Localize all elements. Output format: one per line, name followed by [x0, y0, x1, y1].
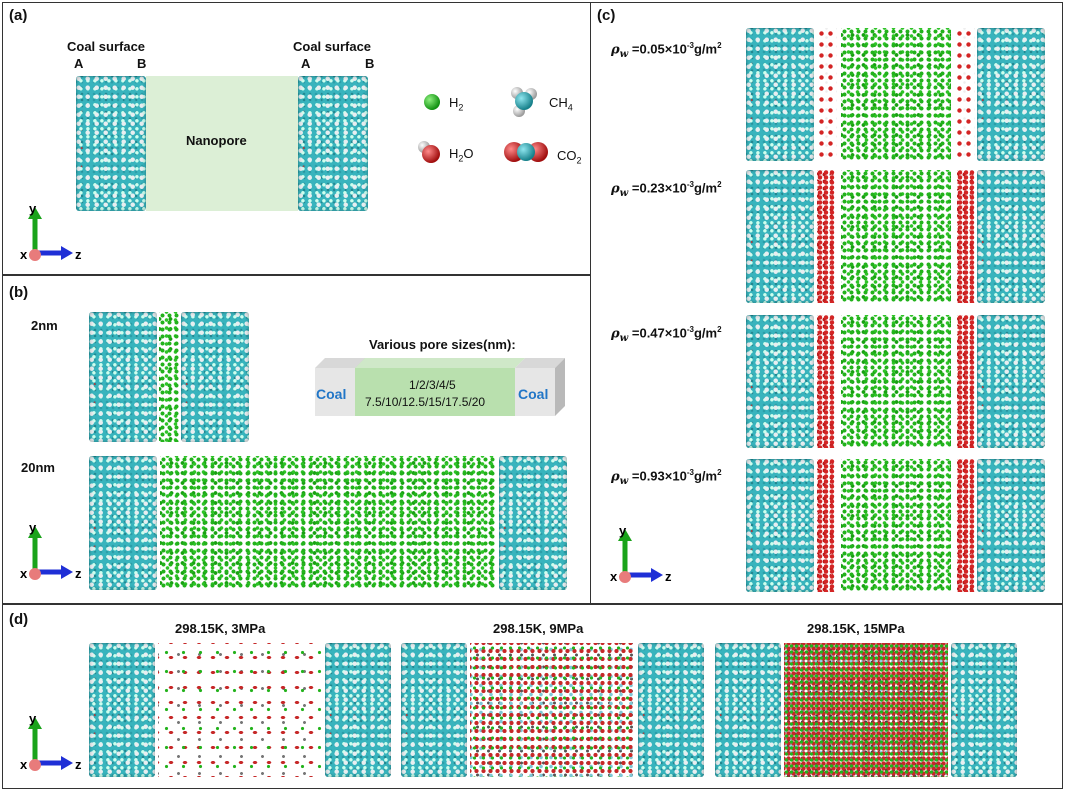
pore-size-2nm-label: 2nm: [31, 318, 58, 333]
co2-molecule-icon: [504, 142, 548, 162]
coal-slab-c3-left: [746, 315, 814, 448]
panel-a: (a) Coal surface A B Coal surface A B Na…: [2, 2, 592, 275]
left-coal-surface-title: Coal surface: [67, 39, 146, 54]
coal-slab-d2-left: [401, 643, 467, 777]
axes-triad-a: y x z: [20, 201, 82, 262]
coal-slab-c2-left: [746, 170, 814, 303]
coal-slab-20nm-left: [89, 456, 157, 590]
axis-x-label: x: [20, 757, 28, 772]
coal-slab-right: [298, 76, 368, 211]
water-layer-c1-right: [955, 28, 975, 161]
condition-label-3: 298.15K, 15MPa: [807, 621, 905, 636]
coal-slab-c2-right: [977, 170, 1045, 303]
schematic-sizes-line2: 7.5/10/12.5/15/17.5/20: [365, 395, 486, 409]
axes-triad-b: y x z: [20, 520, 82, 581]
water-density-label-3: ρw =0.47×10-3g/m2: [611, 325, 722, 344]
water-layer-c4-left: [817, 459, 835, 592]
legend-ch4-label: CH4: [549, 95, 573, 113]
coal-slab-c3-right: [977, 315, 1045, 448]
gas-mixture-9mpa: [470, 643, 634, 777]
coal-slab-d2-right: [638, 643, 704, 777]
ch4-molecule-icon: [511, 87, 537, 117]
h2-region-c3: [841, 315, 951, 448]
right-side-a-label: A: [301, 56, 311, 71]
left-side-b-label: B: [137, 56, 147, 71]
h2-region-c2: [841, 170, 951, 303]
water-layer-c2-right: [957, 170, 975, 303]
right-side-b-label: B: [365, 56, 375, 71]
axis-x-label: x: [610, 569, 618, 584]
coal-slab-2nm-right: [181, 312, 249, 442]
h2o-molecule-icon: [418, 141, 440, 163]
coal-slab-2nm-left: [89, 312, 157, 442]
water-layer-c1-left: [817, 28, 837, 161]
pore-size-20nm-label: 20nm: [21, 460, 55, 475]
coal-slab-d3-right: [951, 643, 1017, 777]
coal-slab-c1-left: [746, 28, 814, 161]
axis-y-label: y: [619, 523, 627, 538]
h2-region-c4: [841, 459, 951, 592]
condition-label-2: 298.15K, 9MPa: [493, 621, 584, 636]
coal-slab-left: [76, 76, 146, 211]
h2-layer-20nm: [160, 456, 496, 590]
coal-slab-d3-left: [715, 643, 781, 777]
panel-b-label: (b): [9, 284, 29, 301]
schematic-coal-left: Coal: [316, 386, 347, 402]
axis-x-label: x: [20, 566, 28, 581]
panel-a-label: (a): [9, 7, 28, 24]
schematic-coal-right: Coal: [518, 386, 549, 402]
coal-slab-c4-right: [977, 459, 1045, 592]
legend-h2-label: H2: [449, 95, 464, 113]
axis-z-label: z: [75, 247, 82, 262]
axis-z-label: z: [665, 569, 672, 584]
coal-slab-d1-right: [325, 643, 391, 777]
water-density-label-1: ρw =0.05×10-3g/m2: [611, 41, 722, 60]
h2-molecule-icon: [424, 94, 440, 110]
axis-x-label: x: [20, 247, 28, 262]
condition-label-1: 298.15K, 3MPa: [175, 621, 266, 636]
nanopore-label: Nanopore: [186, 133, 247, 148]
schematic-sizes-line1: 1/2/3/4/5: [409, 378, 456, 392]
h2-layer-2nm: [159, 312, 179, 442]
coal-slab-20nm-right: [499, 456, 567, 590]
axis-y-label: y: [29, 711, 37, 726]
coal-slab-d1-left: [89, 643, 155, 777]
schematic-title: Various pore sizes(nm):: [369, 337, 516, 352]
pore-size-schematic: [315, 358, 565, 416]
axis-y-label: y: [29, 201, 37, 216]
h2-region-c1: [841, 28, 951, 161]
coal-slab-c1-right: [977, 28, 1045, 161]
coal-slab-c4-left: [746, 459, 814, 592]
right-coal-surface-title: Coal surface: [293, 39, 372, 54]
axis-y-label: y: [29, 520, 37, 535]
panel-d-label: (d): [9, 611, 29, 628]
axis-z-label: z: [75, 566, 82, 581]
legend-h2o-label: H2O: [449, 146, 474, 164]
gas-mixture-15mpa: [784, 643, 948, 777]
water-layer-c2-left: [817, 170, 835, 303]
water-layer-c3-right: [957, 315, 975, 448]
water-density-label-4: ρw =0.93×10-3g/m2: [611, 468, 722, 487]
panel-c: (c) ρw =0.05×10-3g/m2 ρw =0.23×10-3g/m2 …: [590, 2, 1063, 604]
legend-co2-label: CO2: [557, 148, 582, 166]
water-density-label-2: ρw =0.23×10-3g/m2: [611, 180, 722, 199]
panel-b: (b) 2nm Various pore sizes(nm): Coal 1/2…: [2, 275, 592, 604]
axes-triad-c: y x z: [610, 523, 672, 584]
panel-c-label: (c): [597, 7, 616, 24]
panel-d: (d) 298.15K, 3MPa 298.15K, 9MPa 298.15K,…: [2, 604, 1063, 789]
water-layer-c4-right: [957, 459, 975, 592]
axis-z-label: z: [75, 757, 82, 772]
left-side-a-label: A: [74, 56, 84, 71]
axes-triad-d: y x z: [20, 711, 82, 772]
nanopore-region: [146, 76, 298, 211]
gas-mixture-3mpa: [158, 643, 322, 777]
water-layer-c3-left: [817, 315, 835, 448]
